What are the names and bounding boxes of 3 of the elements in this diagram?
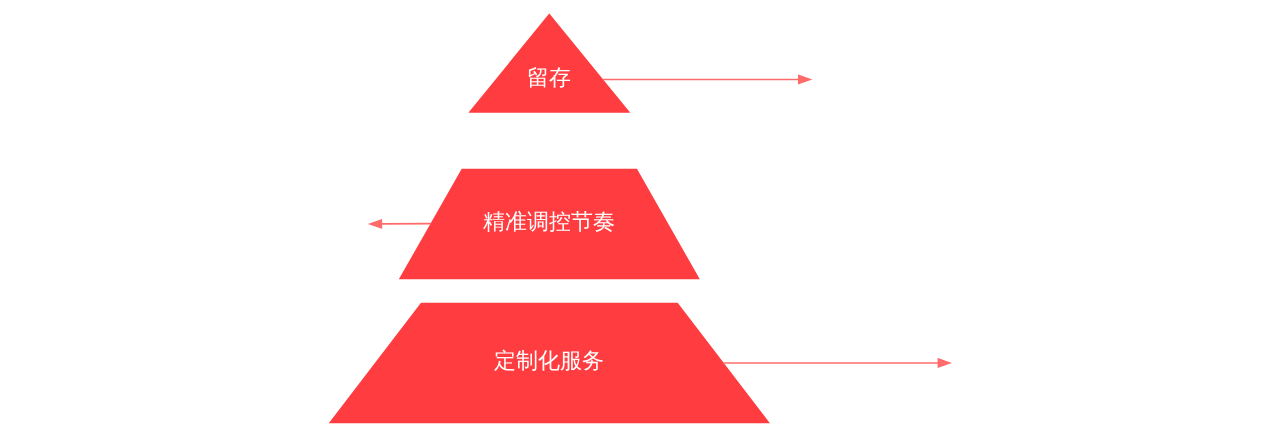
arrow	[722, 357, 952, 368]
arrow	[601, 74, 813, 85]
arrow	[367, 218, 432, 229]
